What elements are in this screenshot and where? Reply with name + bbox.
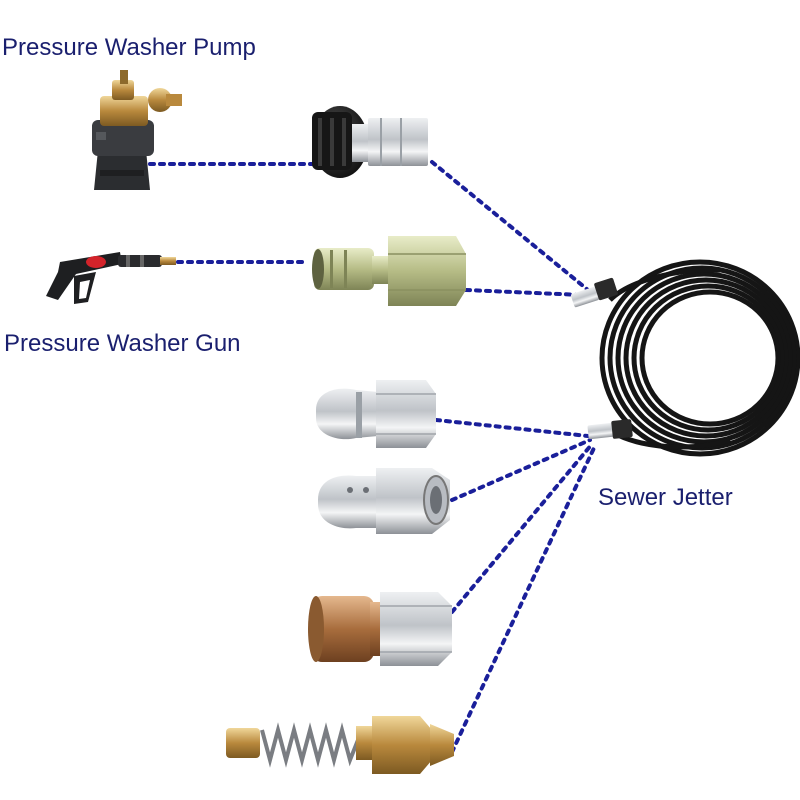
pressure-washer-pump-icon (92, 70, 182, 190)
spring-jetter-nozzle-icon (226, 716, 454, 774)
rotating-jetter-nozzle-icon (308, 592, 452, 666)
hose-fittings (570, 277, 633, 440)
pressure-washer-gun-icon (46, 252, 176, 304)
quick-connect-plug-icon (312, 236, 466, 306)
connector-bullet-nozzle (434, 418, 590, 438)
connector-rotating-nozzle (450, 442, 594, 614)
connector-plug-to-hose (464, 288, 584, 297)
pressure-washer-pump-label: Pressure Washer Pump (2, 34, 256, 61)
connector-lines (148, 160, 596, 754)
connector-coupler-to-hose (430, 160, 590, 292)
m22-twist-coupler-icon (312, 106, 428, 178)
connector-spring-nozzle (450, 446, 596, 754)
bullet-jetter-nozzle-icon (316, 380, 436, 448)
pressure-washer-gun-label: Pressure Washer Gun (4, 330, 241, 357)
connector-button-nozzle (450, 438, 592, 502)
button-jetter-nozzle-icon (318, 468, 450, 534)
sewer-jetter-label: Sewer Jetter (598, 484, 733, 511)
